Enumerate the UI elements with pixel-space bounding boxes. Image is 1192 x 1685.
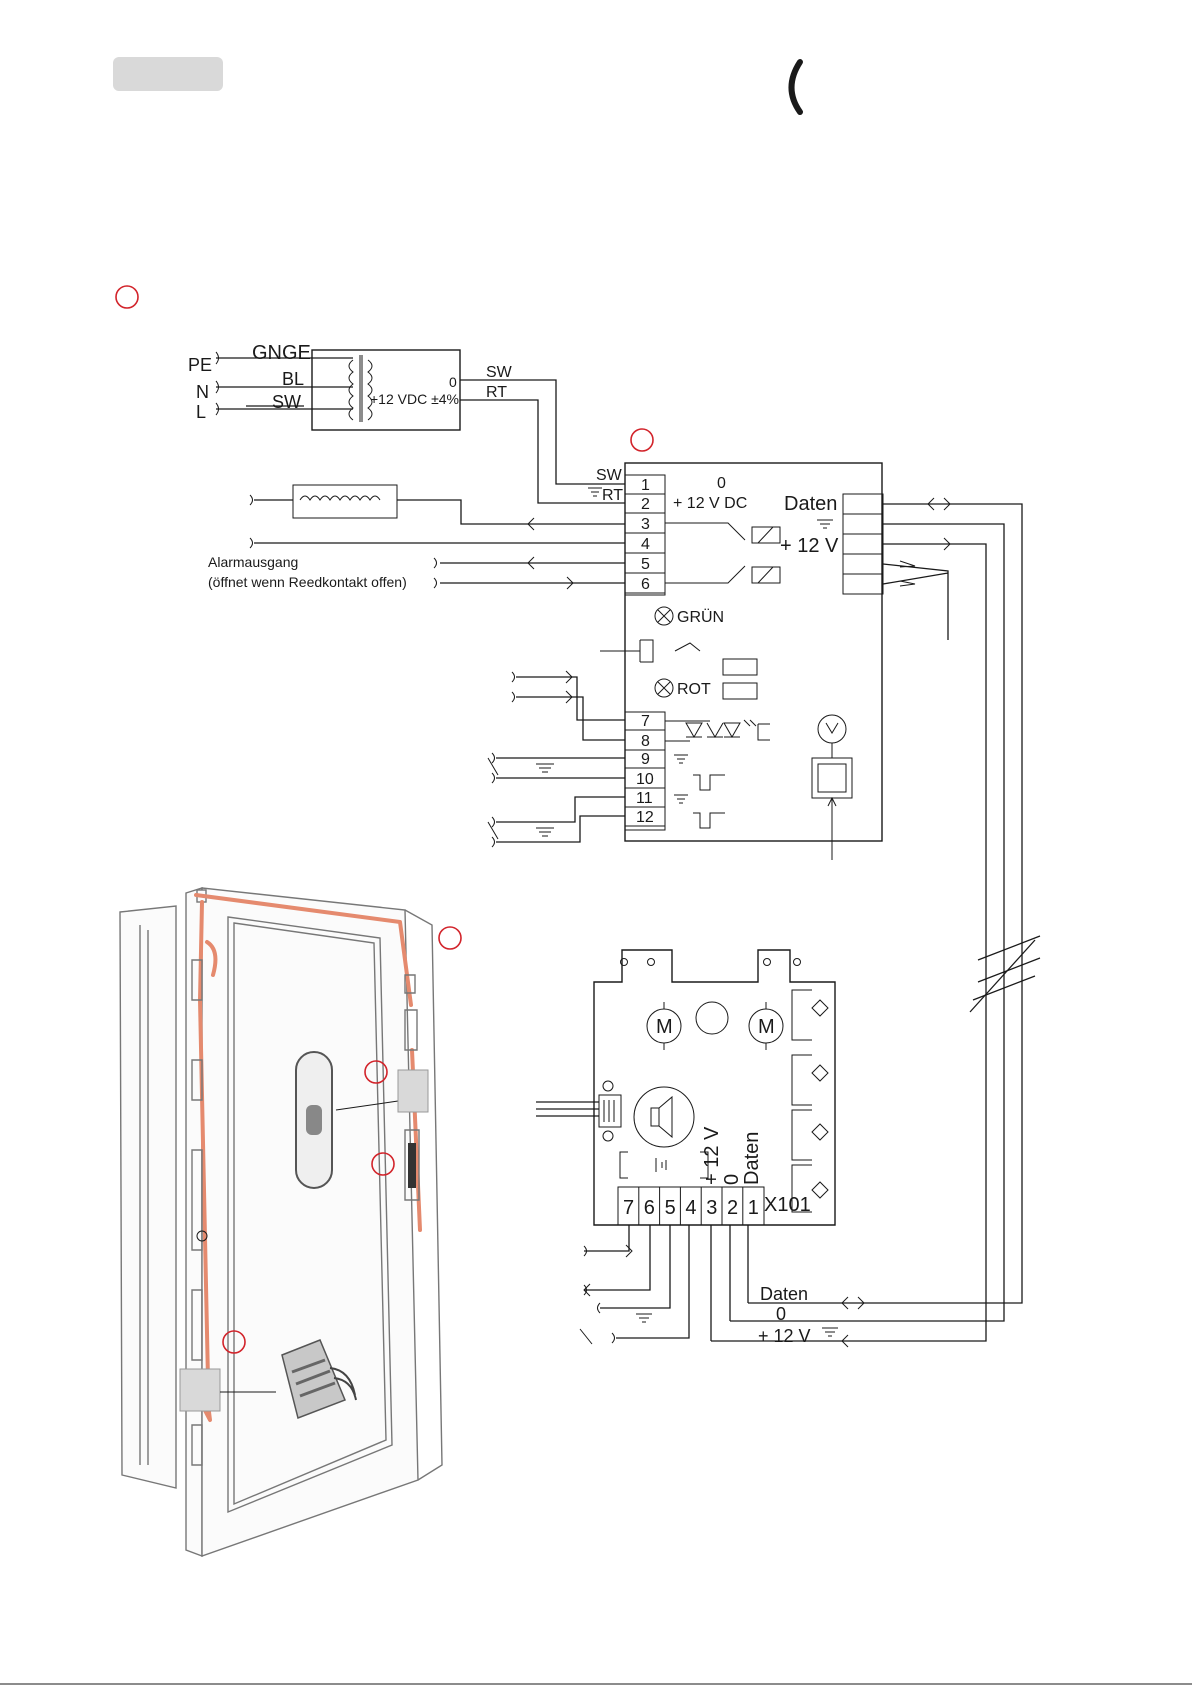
label-sw: SW — [272, 392, 301, 412]
terminal-number-8: 8 — [641, 733, 650, 750]
x101-terminal-6: 6 — [644, 1197, 655, 1219]
terminal-number-10: 10 — [636, 771, 654, 788]
ground-symbol — [536, 764, 554, 772]
lock-wiring: Daten 0 + 12 V — [580, 1225, 864, 1347]
terminal-number-11: 11 — [636, 790, 653, 807]
terminal-number-7: 7 — [641, 713, 650, 730]
parenthesis-glyph — [792, 62, 801, 112]
motor-label-left: M — [656, 1016, 673, 1038]
ctrl-sw: SW — [596, 467, 623, 484]
x101-terminal-4: 4 — [685, 1197, 696, 1219]
label-bl: BL — [282, 369, 304, 389]
label-l: L — [196, 402, 206, 422]
door-illustration — [120, 888, 461, 1556]
bottom-daten: Daten — [760, 1284, 808, 1304]
psu-zero: 0 — [449, 374, 457, 390]
lock-label-zero: 0 — [721, 1174, 743, 1185]
ground-symbol — [822, 1328, 838, 1336]
controller-inputs: Alarmausgang (öffnet wenn Reedkontakt of… — [208, 485, 625, 847]
ctrl-rt: RT — [602, 487, 623, 504]
x101-terminal-3: 3 — [706, 1197, 717, 1219]
terminal-number-5: 5 — [641, 556, 650, 573]
x101-terminal-1: 1 — [748, 1197, 759, 1219]
ctrl-plus12v: + 12 V — [780, 535, 839, 557]
marker-circle-controller — [631, 429, 653, 451]
label-gruen: GRÜN — [677, 608, 724, 626]
terminal-number-12: 12 — [636, 809, 654, 826]
terminal-number-1: 1 — [641, 477, 650, 494]
marker-circle-door — [439, 927, 461, 949]
out-label-rt: RT — [486, 384, 507, 401]
terminal-number-9: 9 — [641, 751, 650, 768]
label-gnge: GNGE — [252, 342, 311, 364]
label-pe: PE — [188, 355, 212, 375]
psu-voltage: +12 VDC ±4% — [370, 391, 459, 407]
x101-terminal-2: 2 — [727, 1197, 738, 1219]
ground-symbol — [636, 1314, 652, 1322]
out-label-sw: SW — [486, 364, 513, 381]
ctrl-daten: Daten — [784, 493, 837, 515]
ctrl-voltage: + 12 V DC — [673, 495, 747, 512]
terminal-number-6: 6 — [641, 576, 650, 593]
ground-symbol — [536, 828, 554, 836]
marker-circle-main — [116, 286, 138, 308]
x101-label: X101 — [764, 1194, 811, 1216]
controller-unit: SW RT 0 + 12 V DC Daten + 12 V GRÜN ROT — [588, 463, 883, 860]
motor-label-right: M — [758, 1016, 775, 1038]
inductor-box — [293, 485, 397, 518]
x101-terminal-7: 7 — [623, 1197, 634, 1219]
alarm-label-2: (öffnet wenn Reedkontakt offen) — [208, 574, 407, 590]
x101-terminal-5: 5 — [665, 1197, 676, 1219]
header-tab — [113, 57, 223, 91]
power-supply: PE N L GNGE BL SW 0 +12 VDC ±4% SW RT — [188, 342, 625, 503]
lock-label-plus12v: + 12 V — [701, 1126, 723, 1185]
terminal-number-2: 2 — [641, 496, 650, 513]
bottom-zero: 0 — [776, 1304, 786, 1324]
terminal-number-4: 4 — [641, 536, 650, 553]
label-rot: ROT — [677, 681, 711, 698]
label-n: N — [196, 382, 209, 402]
ground-symbol — [588, 488, 602, 496]
alarm-label-1: Alarmausgang — [208, 554, 298, 570]
lock-label-daten: Daten — [741, 1132, 763, 1185]
terminal-number-3: 3 — [641, 516, 650, 533]
lock-module: M M + 12 V 0 Daten X101 — [536, 950, 835, 1225]
inductor-coil — [300, 496, 380, 500]
bottom-plus12v: + 12 V — [758, 1326, 811, 1346]
ctrl-zero: 0 — [717, 475, 726, 492]
